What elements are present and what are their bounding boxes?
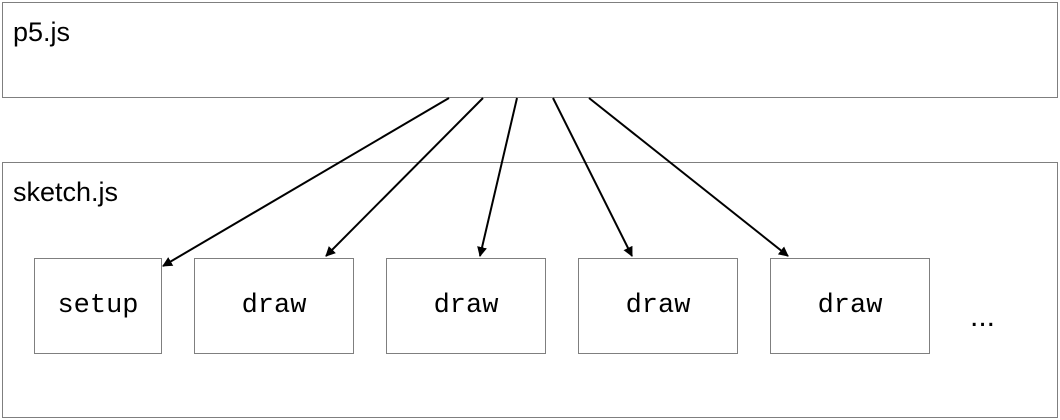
draw-function-box-4: draw	[770, 258, 930, 354]
draw-function-box-3: draw	[578, 258, 738, 354]
draw-function-box-1: draw	[194, 258, 354, 354]
p5js-container: p5.js	[2, 2, 1058, 98]
draw-function-label-3: draw	[625, 291, 691, 321]
p5js-label: p5.js	[13, 17, 71, 47]
draw-function-label-2: draw	[433, 291, 499, 321]
sketchjs-label: sketch.js	[13, 177, 119, 207]
draw-function-label-4: draw	[817, 291, 883, 321]
draw-function-label-1: draw	[241, 291, 307, 321]
draw-function-box-2: draw	[386, 258, 546, 354]
setup-function-box: setup	[34, 258, 162, 354]
setup-function-label: setup	[57, 291, 139, 321]
more-calls-ellipsis: ...	[970, 300, 996, 333]
